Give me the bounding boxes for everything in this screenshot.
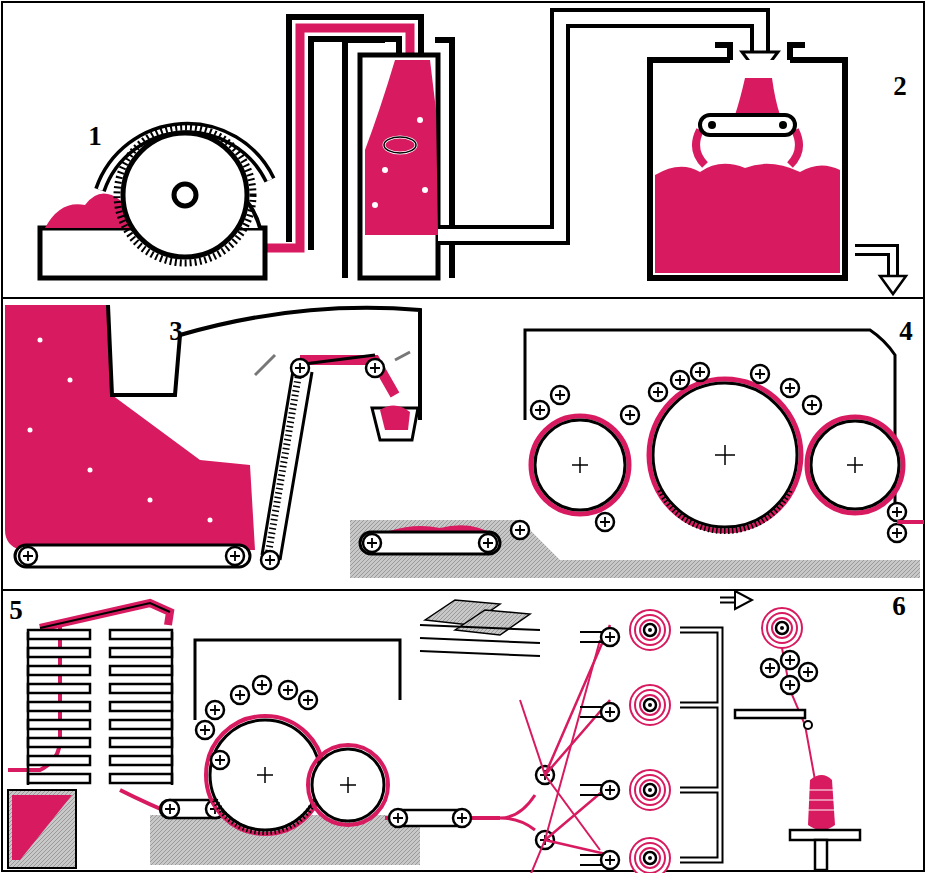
callout-number: 2	[893, 71, 907, 101]
transfer-arrows	[680, 600, 735, 860]
callout-number: 1	[88, 123, 102, 150]
cyclone-condenser	[345, 40, 452, 278]
ring-spinning-frame	[735, 608, 860, 870]
callout-number: 6	[892, 591, 906, 621]
carding-machine	[350, 330, 924, 578]
callout-number: 6	[892, 593, 906, 620]
callout-number: 2	[893, 73, 907, 100]
callout-number: 3	[169, 318, 183, 345]
second-card	[150, 640, 500, 865]
drawing-frame	[420, 600, 670, 873]
callout-number: 3	[169, 316, 183, 346]
bale-opener	[40, 28, 410, 278]
callout-number: 1	[88, 121, 102, 151]
callout-number: 5	[9, 597, 23, 624]
callout-number: 4	[899, 316, 913, 346]
transfer-arrows-inner	[680, 600, 738, 860]
callout-number: 5	[9, 595, 23, 625]
arrow-head	[735, 591, 752, 609]
lap-stacks	[8, 603, 175, 868]
feed-hopper	[650, 45, 906, 294]
callout-number: 4	[899, 318, 913, 345]
